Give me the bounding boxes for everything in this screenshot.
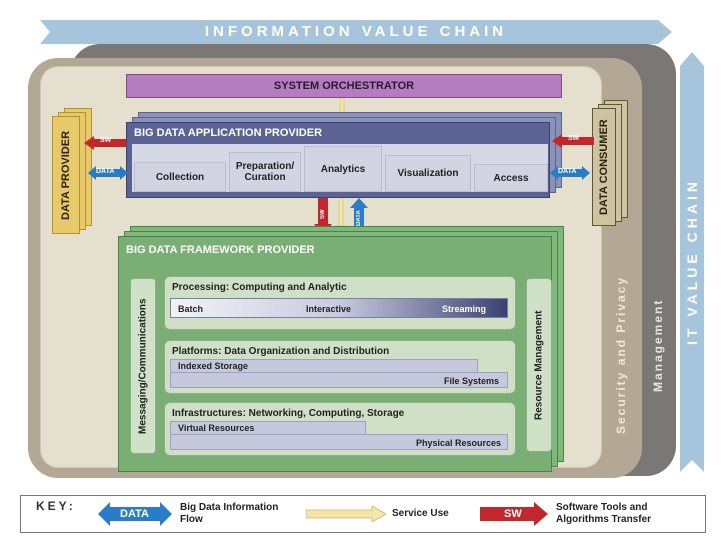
virtual-resources-label: Virtual Resources bbox=[178, 423, 255, 433]
framework-title: BIG DATA FRAMEWORK PROVIDER bbox=[126, 244, 315, 256]
sw-arrow-left-label: SW bbox=[100, 137, 112, 144]
messaging-label: Messaging/Communications bbox=[137, 298, 149, 434]
key-data-label: DATA bbox=[120, 508, 149, 520]
key-sw-description: Software Tools and Algorithms Transfer bbox=[556, 502, 652, 525]
data-arrow-left-label: DATA bbox=[96, 168, 115, 175]
key-service-arrow bbox=[306, 506, 386, 522]
data-arrow-right-label: DATA bbox=[558, 168, 577, 175]
visualization-activity: Visualization bbox=[385, 155, 471, 192]
data-provider: DATA PROVIDER bbox=[52, 116, 80, 234]
streaming-label: Streaming bbox=[442, 304, 487, 314]
analytics-activity: Analytics bbox=[304, 146, 382, 192]
sw-arrow-down-label: SW bbox=[320, 209, 326, 219]
indexed-storage-label: Indexed Storage bbox=[178, 361, 249, 371]
file-systems-label: File Systems bbox=[444, 376, 500, 386]
key-data-arrow bbox=[98, 502, 172, 526]
physical-resources-block bbox=[170, 434, 508, 450]
data-arrow-left bbox=[88, 166, 128, 180]
key-sw-label: SW bbox=[504, 508, 522, 520]
platforms-title: Platforms: Data Organization and Distrib… bbox=[172, 346, 390, 357]
information-value-chain-arrow bbox=[40, 20, 672, 44]
data-consumer: DATA CONSUMER bbox=[592, 108, 616, 226]
security-privacy-label: Security and Privacy bbox=[614, 275, 628, 435]
system-orchestrator: SYSTEM ORCHESTRATOR bbox=[126, 74, 562, 98]
preparation-activity: Preparation/ Curation bbox=[229, 152, 301, 192]
infrastructures-title: Infrastructures: Networking, Computing, … bbox=[172, 408, 405, 419]
sw-arrow-right-label: SW bbox=[568, 135, 580, 142]
resource-management-box bbox=[526, 278, 552, 452]
key-title: KEY: bbox=[36, 499, 76, 513]
management-label: Management bbox=[651, 298, 665, 392]
it-value-chain-arrow bbox=[680, 52, 704, 472]
collection-activity: Collection bbox=[134, 162, 226, 192]
key-service-description: Service Use bbox=[392, 508, 449, 519]
it-value-chain-label: IT VALUE CHAIN bbox=[684, 178, 700, 346]
processing-spectrum-bar bbox=[170, 298, 508, 318]
resource-management-label: Resource Management bbox=[533, 310, 545, 420]
key-data-description: Big Data Information Flow bbox=[180, 502, 279, 525]
data-arrow-right bbox=[550, 166, 590, 180]
processing-title: Processing: Computing and Analytic bbox=[172, 282, 347, 293]
app-provider-title: BIG DATA APPLICATION PROVIDER bbox=[134, 127, 323, 139]
access-activity: Access bbox=[474, 164, 548, 192]
key-sw-arrow bbox=[480, 502, 548, 526]
batch-label: Batch bbox=[178, 304, 204, 314]
information-value-chain-label: INFORMATION VALUE CHAIN bbox=[204, 23, 508, 40]
sw-arrow-left bbox=[84, 136, 126, 150]
file-systems-block bbox=[170, 372, 508, 388]
interactive-label: Interactive bbox=[306, 304, 352, 314]
physical-resources-label: Physical Resources bbox=[416, 438, 502, 448]
sw-arrow-right bbox=[552, 134, 594, 148]
messaging-box bbox=[130, 278, 156, 454]
